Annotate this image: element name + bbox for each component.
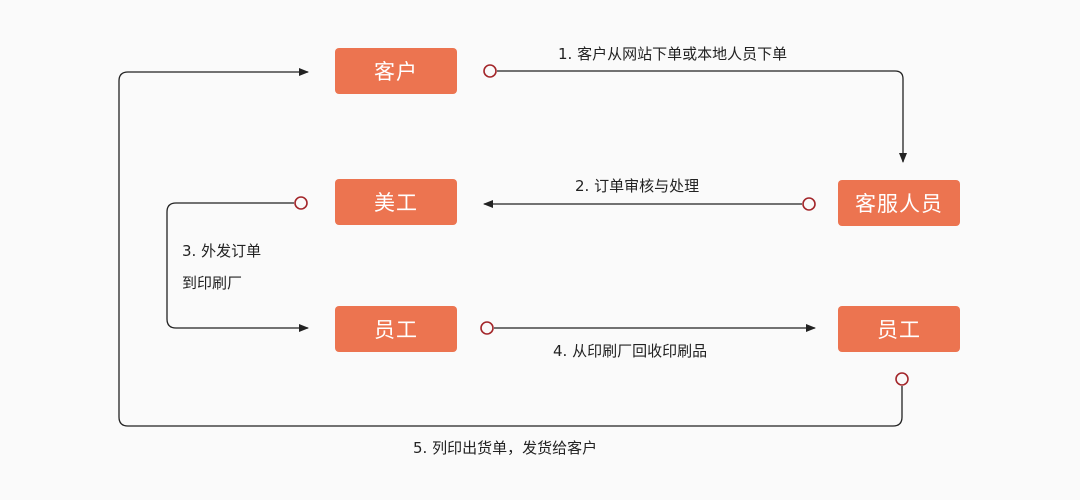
edge-2-start-dot (802, 197, 816, 211)
edge-customer-to-service (497, 70, 907, 163)
node-staff-left: 员工 (335, 306, 457, 352)
edge-4-label: 4. 从印刷厂回收印刷品 (553, 342, 708, 360)
node-staff-left-label: 员工 (374, 318, 418, 342)
edge-staff-to-customer (118, 68, 903, 427)
node-staff-right: 员工 (838, 306, 960, 352)
edge-1-label: 1. 客户从网站下单或本地人员下单 (558, 45, 788, 63)
edge-1-start-dot (483, 64, 497, 78)
edge-3-start-dot (294, 196, 308, 210)
edge-2-label: 2. 订单审核与处理 (575, 177, 700, 195)
edge-3-label-line1: 3. 外发订单 (182, 242, 262, 260)
edge-4-start-dot (480, 321, 494, 335)
node-designer-label: 美工 (374, 191, 418, 215)
edge-designer-to-staff (166, 202, 309, 332)
node-designer: 美工 (335, 179, 457, 225)
node-staff-right-label: 员工 (877, 318, 921, 342)
edge-5-label: 5. 列印出货单，发货给客户 (413, 439, 598, 457)
node-customer-label: 客户 (374, 60, 418, 84)
edge-5-start-dot (895, 372, 909, 386)
node-service-label: 客服人员 (855, 192, 943, 216)
node-service: 客服人员 (838, 180, 960, 226)
node-customer: 客户 (335, 48, 457, 94)
edge-3-label-line2: 到印刷厂 (182, 274, 243, 292)
